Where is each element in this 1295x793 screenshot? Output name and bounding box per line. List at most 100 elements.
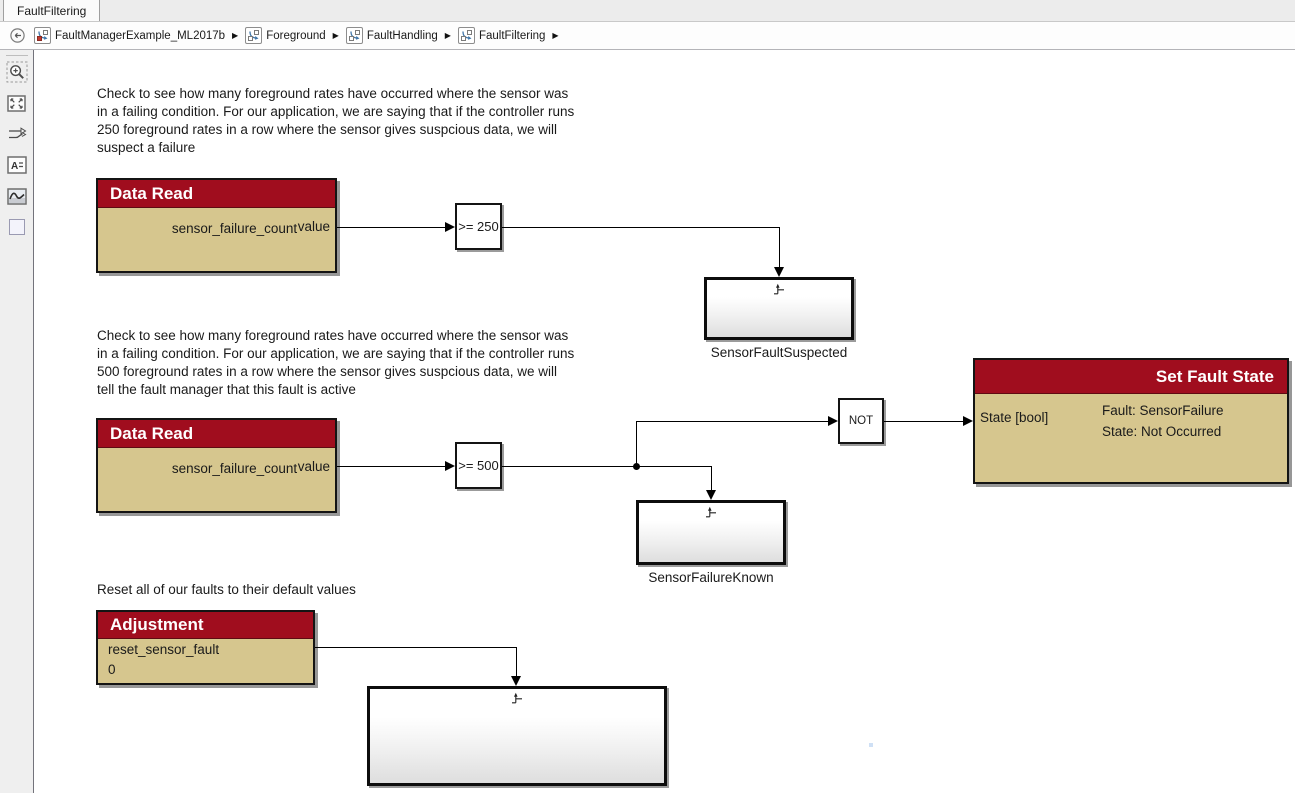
- block-data-read-1[interactable]: Data Read sensor_failure_count value: [96, 178, 337, 273]
- trigger-port-icon: [773, 282, 785, 300]
- annotation-line: suspect a failure: [97, 140, 196, 155]
- tab-label: FaultFiltering: [17, 3, 87, 18]
- model-icon: [34, 27, 51, 44]
- svg-text:A: A: [11, 161, 18, 172]
- wire[interactable]: [884, 421, 963, 422]
- annotation-line: Check to see how many foreground rates h…: [97, 328, 569, 343]
- annotation-line: Reset all of our faults to their default…: [97, 582, 356, 597]
- wire[interactable]: [779, 227, 780, 268]
- breadcrumb-separator-icon: ▶: [332, 31, 339, 40]
- canvas-artifact-dot: [869, 743, 873, 747]
- breadcrumb: FaultManagerExample_ML2017b ▶ Foreground…: [0, 22, 1295, 50]
- annotation-500-check[interactable]: Check to see how many foreground rates h…: [97, 327, 574, 399]
- annotation-line: Check to see how many foreground rates h…: [97, 86, 569, 101]
- tab-strip: FaultFiltering: [0, 0, 1295, 22]
- annotation-line: 500 foreground rates in a row where the …: [97, 364, 557, 379]
- diagram-canvas[interactable]: Check to see how many foreground rates h…: [35, 50, 1295, 793]
- wire[interactable]: [337, 466, 446, 467]
- toolbar-divider: [5, 55, 28, 56]
- signal-name: sensor_failure_count: [171, 461, 298, 476]
- breadcrumb-separator-icon: ▶: [552, 31, 559, 40]
- wire-arrowhead: [445, 461, 455, 471]
- block-sensor-fault-suspected[interactable]: [704, 277, 854, 340]
- annotation-icon[interactable]: A: [5, 153, 29, 177]
- block-body: State [bool] Fault: SensorFailure State:…: [975, 394, 1287, 480]
- wire[interactable]: [711, 466, 712, 490]
- annotation-reset[interactable]: Reset all of our faults to their default…: [97, 581, 356, 599]
- wire[interactable]: [337, 227, 446, 228]
- block-compare-250[interactable]: >= 250: [455, 203, 502, 250]
- signal-name: reset_sensor_fault: [108, 642, 220, 657]
- subsystem-icon: [245, 27, 263, 44]
- block-header: Data Read: [98, 420, 335, 448]
- breadcrumb-separator-icon: ▶: [444, 31, 451, 40]
- wire[interactable]: [315, 647, 516, 648]
- block-sensor-failure-known[interactable]: [636, 500, 786, 565]
- scope-image-icon[interactable]: [5, 184, 29, 208]
- back-arrow-icon: [9, 28, 25, 43]
- annotation-line: tell the fault manager that this fault i…: [97, 382, 356, 397]
- annotation-line: 250 foreground rates in a row where the …: [97, 122, 557, 137]
- wire[interactable]: [502, 227, 780, 228]
- block-not[interactable]: NOT: [838, 398, 884, 444]
- block-reset-subsystem[interactable]: [367, 686, 667, 786]
- signal-value: 0: [108, 662, 116, 677]
- wire[interactable]: [636, 421, 637, 466]
- wire-arrowhead: [828, 416, 838, 426]
- block-name-label[interactable]: SensorFaultSuspected: [710, 345, 848, 360]
- block-body: sensor_failure_count value: [98, 208, 335, 269]
- breadcrumb-item-label: FaultHandling: [366, 29, 438, 42]
- block-header: Adjustment: [98, 612, 313, 639]
- breadcrumb-item-label: FaultFiltering: [478, 29, 546, 42]
- breadcrumb-item-model[interactable]: FaultManagerExample_ML2017b: [34, 27, 225, 44]
- block-title: Set Fault State: [1155, 366, 1274, 386]
- block-body: reset_sensor_fault 0: [98, 639, 313, 681]
- compare-label: >= 500: [458, 458, 499, 473]
- subsystem-icon: [457, 27, 475, 44]
- fault-name-line: Fault: SensorFailure: [1102, 403, 1224, 418]
- output-port-label: value: [297, 459, 330, 474]
- wire-arrowhead: [774, 267, 784, 277]
- breadcrumb-item-foreground[interactable]: Foreground: [245, 27, 326, 44]
- fit-to-view-icon[interactable]: [5, 91, 29, 115]
- wire-arrowhead: [706, 490, 716, 500]
- not-label: NOT: [848, 415, 874, 427]
- block-header: Data Read: [98, 180, 335, 208]
- annotation-line: in a failing condition. For our applicat…: [97, 346, 575, 361]
- breadcrumb-item-label: Foreground: [266, 29, 326, 42]
- wire[interactable]: [516, 647, 517, 676]
- block-set-fault-state[interactable]: Set Fault State State [bool] Fault: Sens…: [973, 358, 1289, 484]
- block-compare-500[interactable]: >= 500: [455, 442, 502, 489]
- fault-details: Fault: SensorFailure State: Not Occurred: [1102, 400, 1224, 442]
- block-title: Data Read: [110, 183, 194, 203]
- input-port-label: State [bool]: [980, 410, 1049, 425]
- annotation-250-check[interactable]: Check to see how many foreground rates h…: [97, 85, 574, 157]
- fault-state-line: State: Not Occurred: [1102, 424, 1222, 439]
- breadcrumb-items: FaultManagerExample_ML2017b ▶ Foreground…: [34, 27, 566, 44]
- block-adjustment[interactable]: Adjustment reset_sensor_fault 0: [96, 610, 315, 685]
- wire-arrowhead: [963, 416, 973, 426]
- wire-branch-dot: [633, 463, 640, 470]
- compare-label: >= 250: [458, 219, 499, 234]
- block-data-read-2[interactable]: Data Read sensor_failure_count value: [96, 418, 337, 513]
- canvas-toolbar: A: [0, 50, 34, 793]
- block-body: sensor_failure_count value: [98, 448, 335, 509]
- wire-arrowhead: [445, 222, 455, 232]
- block-name-label[interactable]: SensorFailureKnown: [648, 570, 774, 585]
- viewport-box-icon[interactable]: [5, 215, 29, 239]
- signal-routing-icon[interactable]: [5, 122, 29, 146]
- signal-name: sensor_failure_count: [171, 221, 298, 236]
- output-port-label: value: [297, 219, 330, 234]
- wire-arrowhead: [511, 676, 521, 686]
- block-title: Adjustment: [110, 615, 204, 634]
- tab-faultfiltering[interactable]: FaultFiltering: [3, 0, 101, 21]
- breadcrumb-item-faultfiltering[interactable]: FaultFiltering: [457, 27, 546, 44]
- back-button[interactable]: [6, 28, 28, 43]
- breadcrumb-item-label: FaultManagerExample_ML2017b: [55, 29, 226, 42]
- trigger-port-icon: [705, 505, 717, 523]
- zoom-in-icon[interactable]: [5, 60, 29, 84]
- wire[interactable]: [502, 466, 711, 467]
- block-title: Data Read: [110, 423, 194, 443]
- breadcrumb-item-faulthandling[interactable]: FaultHandling: [345, 27, 438, 44]
- wire[interactable]: [636, 421, 828, 422]
